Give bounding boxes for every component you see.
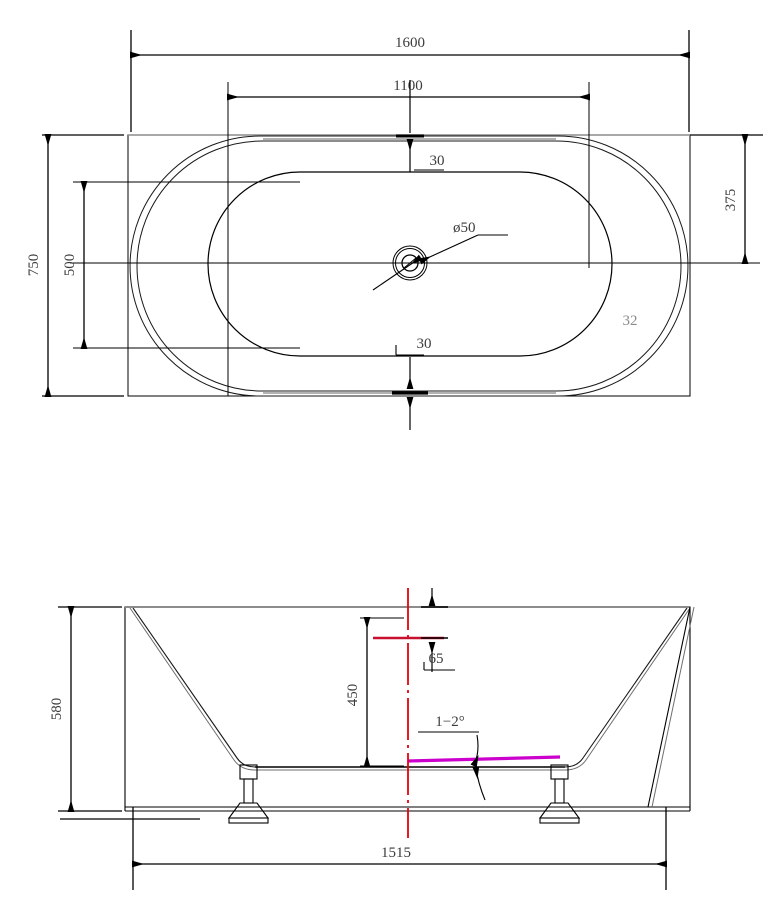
leg-left-foot-pad — [228, 817, 269, 824]
leg-right-stem — [554, 778, 565, 804]
elev-right-outer-wall-offset — [651, 606, 695, 808]
slope-leader-arrow-lower — [472, 766, 486, 801]
slope-angle-label: 1−2° — [435, 714, 464, 730]
slope-callout: 1−2° — [418, 714, 486, 801]
dim-overall-height-580: 580 — [49, 606, 122, 812]
support-leg-right — [538, 764, 581, 824]
plan-inner-well-outline — [207, 171, 613, 357]
plan-outer-shell-inner-offset — [136, 140, 682, 392]
dim-label-rim-top-30: 30 — [430, 153, 445, 169]
elev-right-outer-wall — [647, 606, 691, 808]
dim-inner-width-500: 500 — [62, 181, 300, 349]
dim-rim-top-30: 30 — [396, 80, 445, 172]
dim-overflow-65: 65 — [421, 588, 455, 672]
dim-inner-depth-450: 450 — [345, 617, 404, 767]
elevation-view: 1−2° 65 450 580 — [49, 588, 695, 890]
dim-label-65: 65 — [429, 651, 444, 667]
slope-leader-arrow-upper — [470, 734, 479, 768]
corner-radius-label-32: 32 — [623, 313, 638, 329]
drain-diameter-label: ø50 — [453, 220, 476, 236]
dim-label-450: 450 — [345, 684, 361, 707]
dim-label-rim-bottom-30: 30 — [417, 336, 432, 352]
drain-leader-upper — [418, 234, 479, 265]
slope-indicator-line — [407, 755, 561, 763]
leg-right-foot-pad — [539, 817, 580, 824]
dim-inner-length-1100: 1100 — [227, 78, 590, 396]
dim-label-1100: 1100 — [393, 78, 422, 94]
dim-base-length-1515: 1515 — [132, 807, 667, 890]
support-leg-left — [227, 764, 270, 824]
plan-outer-shell-outline — [129, 135, 689, 397]
dim-right-offset-375: 375 — [690, 134, 763, 264]
elev-inner-bowl-profile — [132, 607, 688, 768]
dim-label-1515: 1515 — [381, 845, 411, 861]
dim-label-580: 580 — [49, 698, 65, 721]
dim-rim-bottom-30: 30 — [392, 336, 432, 430]
dim-overall-length-1600: 1600 — [130, 30, 690, 132]
elev-inner-bowl-profile-offset — [129, 607, 691, 771]
leg-left-stem — [243, 778, 254, 804]
plan-view: ø50 1600 1100 30 — [26, 30, 763, 430]
dim-label-375: 375 — [723, 189, 739, 212]
dim-label-750: 750 — [26, 254, 42, 277]
dim-label-1600: 1600 — [395, 35, 425, 51]
dim-overall-width-750: 750 — [26, 134, 124, 397]
dim-label-500: 500 — [62, 254, 78, 277]
